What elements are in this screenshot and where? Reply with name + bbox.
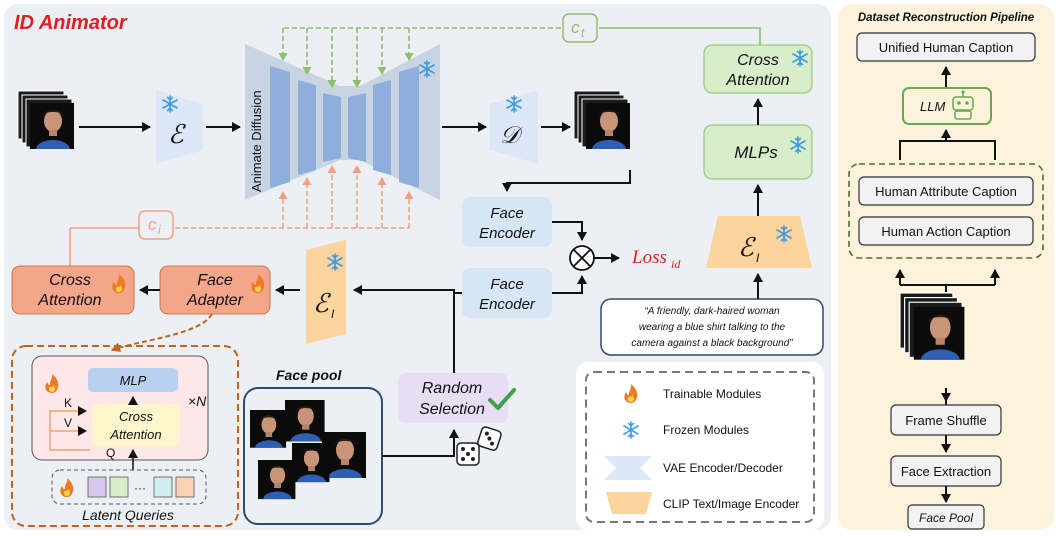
- ct-label: c: [571, 18, 580, 37]
- inner-cross-attention-line2: Attention: [109, 427, 161, 442]
- v-label: V: [64, 416, 72, 430]
- latent-token: [153, 476, 173, 498]
- caption-line3: camera against a black background”: [631, 338, 793, 349]
- vae-decoder: [490, 90, 538, 164]
- face-adapter-line1: Face: [197, 272, 233, 289]
- latent-token: [175, 476, 195, 498]
- vae-encoder: [156, 90, 203, 164]
- k-label: K: [64, 396, 72, 410]
- latent-ellipsis: ···: [134, 481, 146, 495]
- latent-token: [109, 476, 129, 498]
- robot-icon: [952, 90, 974, 120]
- llm-label: LLM: [920, 99, 945, 114]
- cross-attention-top: [703, 44, 813, 94]
- dice-icon: [456, 426, 502, 466]
- random-selection-line2: Selection: [419, 401, 485, 418]
- attribute-caption: Human Attribute Caption: [875, 184, 1017, 199]
- legend-vae: VAE Encoder/Decoder: [663, 461, 783, 475]
- ci-subscript: i: [158, 223, 161, 237]
- face-encoder-top-line1: Face: [490, 205, 523, 222]
- clip-image-encoder: [306, 240, 346, 344]
- unet-block: [298, 80, 316, 175]
- caption-line2: wearing a blue shirt talking to the: [639, 322, 786, 333]
- unet-block: [399, 66, 419, 188]
- ct-subscript: t: [581, 26, 585, 40]
- face-encoder-bottom: [462, 268, 552, 318]
- right-panel-title: Dataset Reconstruction Pipeline: [858, 12, 1035, 24]
- caption-group: [848, 163, 1044, 259]
- action-caption: Human Action Caption: [881, 224, 1010, 239]
- cross-attention-top-line1: Cross: [737, 52, 779, 69]
- face-pool-output: Face Pool: [919, 511, 973, 525]
- clip-text-encoder-subscript: I: [756, 251, 760, 265]
- adapter-detail: [11, 345, 239, 527]
- inner-cross-attention: [92, 404, 180, 446]
- legend-box: [576, 362, 824, 530]
- llm-box: [902, 87, 992, 125]
- unified-caption-box: [856, 32, 1036, 62]
- ct-box: [562, 13, 598, 43]
- legend-frozen: Frozen Modules: [663, 423, 749, 437]
- cross-attention-top-line2: Attention: [725, 72, 789, 89]
- clip-image-encoder-symbol: ℰ: [313, 288, 331, 318]
- clip-shape-icon: [606, 492, 652, 514]
- vae-shape-icon: [604, 456, 652, 480]
- mlp-label: MLP: [120, 373, 147, 388]
- ci-box: [138, 210, 174, 240]
- caption-line1: “A friendly, dark-haired woman: [644, 306, 779, 317]
- attribute-caption-box: [858, 176, 1034, 206]
- inner-cross-attention-line1: Cross: [119, 409, 153, 424]
- right-panel: [838, 4, 1054, 530]
- cross-attention-left-line1: Cross: [49, 272, 91, 289]
- checkmark-icon: [488, 388, 516, 410]
- ci-label: c: [148, 215, 157, 234]
- vae-encoder-symbol: ℰ: [168, 119, 186, 149]
- face-pool-output-box: [907, 504, 985, 530]
- unet-block: [348, 93, 366, 162]
- face-extraction: Face Extraction: [901, 464, 991, 479]
- unified-caption: Unified Human Caption: [879, 40, 1013, 55]
- input-video-frames: [18, 91, 74, 149]
- times-n-label: ×N: [188, 393, 207, 409]
- cross-attention-left: [11, 265, 135, 315]
- latent-queries-label: Latent Queries: [82, 507, 174, 523]
- legend-clip: CLIP Text/Image Encoder: [663, 497, 799, 511]
- face-encoder-top-line2: Encoder: [479, 225, 536, 242]
- output-video-frames: [574, 91, 630, 149]
- unet-block: [323, 93, 341, 162]
- face-encoder-bottom-line1: Face: [490, 276, 523, 293]
- random-selection-box: [398, 373, 508, 423]
- latent-token: [87, 476, 107, 498]
- unet-background: [245, 44, 440, 200]
- unet-block: [373, 80, 391, 175]
- q-label: Q: [106, 446, 115, 460]
- action-caption-box: [858, 216, 1034, 246]
- face-adapter-line2: Adapter: [186, 292, 244, 309]
- cross-attention-left-line2: Attention: [37, 292, 101, 309]
- face-encoder-bottom-line2: Encoder: [479, 296, 536, 313]
- mlp-box: [88, 368, 178, 392]
- unet-label: Animate Diffusion: [249, 90, 264, 192]
- face-encoder-top: [462, 197, 552, 247]
- loss-label: Loss: [631, 247, 667, 268]
- unet-block: [270, 66, 290, 188]
- random-selection-line1: Random: [422, 380, 482, 397]
- legend-frame: [585, 371, 815, 523]
- loss-subscript: id: [671, 257, 681, 271]
- right-video-frames: [900, 293, 964, 360]
- mlps-label: MLPs: [734, 143, 778, 162]
- legend-trainable: Trainable Modules: [663, 387, 761, 401]
- caption-box: [600, 298, 824, 356]
- face-pool-title: Face pool: [276, 367, 342, 383]
- panel-title: ID Animator: [14, 12, 128, 34]
- clip-text-encoder-symbol: ℰ: [738, 232, 756, 262]
- clip-image-encoder-subscript: I: [331, 307, 335, 321]
- frame-shuffle: Frame Shuffle: [905, 413, 986, 428]
